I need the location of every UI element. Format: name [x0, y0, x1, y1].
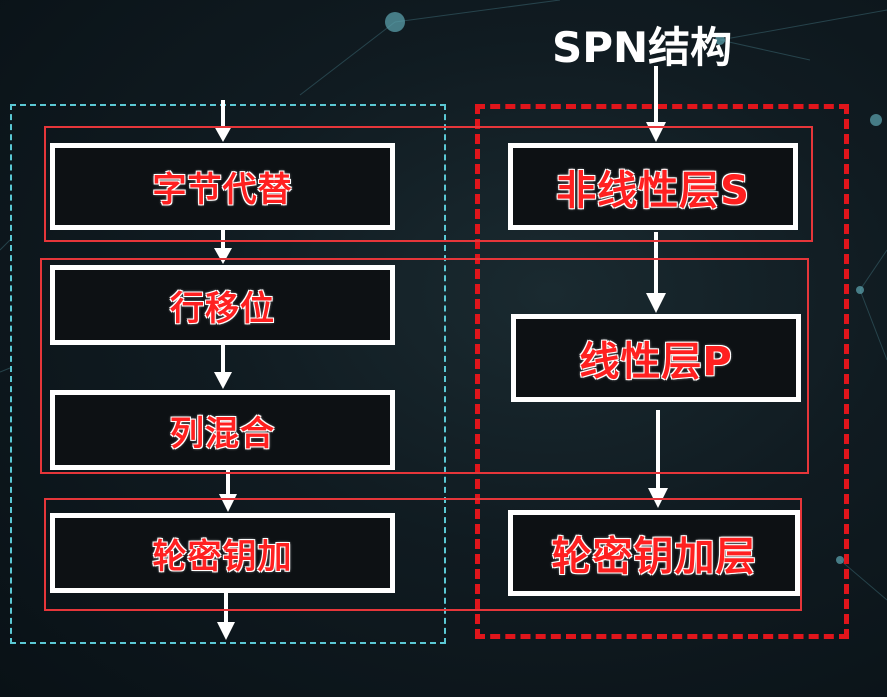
add-round-key-label: 轮密钥加: [152, 536, 293, 577]
shift-rows-label: 行移位: [170, 288, 275, 329]
spn-structure-title: SPN结构: [552, 23, 733, 72]
aes-round-panel: [10, 104, 446, 644]
nonlinear-layer-label: 非线性层S: [556, 167, 750, 214]
round-key-layer-label: 轮密钥加层: [551, 534, 757, 580]
byte-substitution-box: 字节代替: [50, 143, 395, 230]
byte-substitution-label: 字节代替: [152, 170, 293, 210]
linear-layer-box: 线性层P: [511, 314, 801, 402]
shift-rows-box: 行移位: [50, 265, 395, 345]
add-round-key-box: 轮密钥加: [50, 513, 395, 593]
mix-columns-label: 列混合: [170, 413, 275, 454]
mix-columns-box: 列混合: [50, 390, 395, 470]
spn-structure-panel: [475, 104, 849, 639]
nonlinear-layer-box: 非线性层S: [508, 143, 798, 230]
round-key-layer-box: 轮密钥加层: [508, 510, 800, 596]
linear-layer-label: 线性层P: [579, 339, 733, 385]
